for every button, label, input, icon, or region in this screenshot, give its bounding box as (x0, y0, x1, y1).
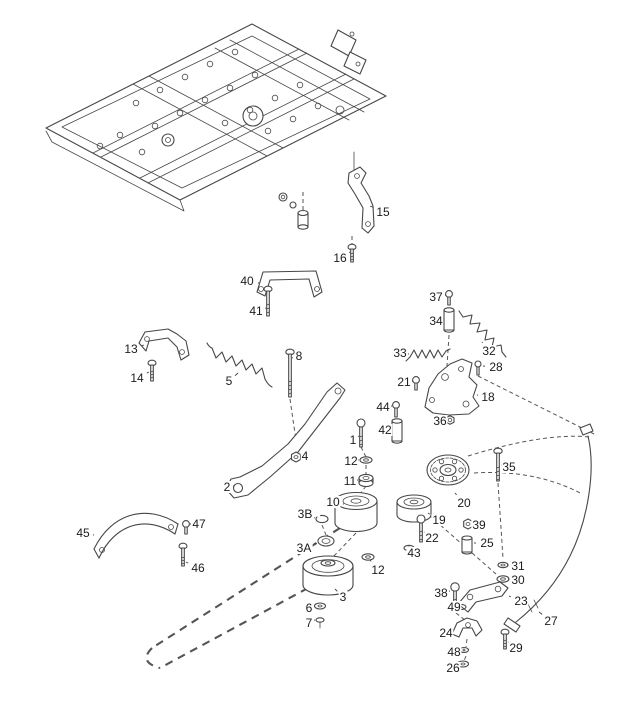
bolt-8 (285, 348, 295, 398)
leader-line-1 (357, 435, 360, 437)
spacer-11 (358, 473, 374, 488)
bolt-37 (445, 290, 453, 306)
washer-12 (359, 456, 373, 464)
bolt-41 (263, 285, 273, 317)
washer-26 (456, 660, 470, 668)
pulley-3 (302, 555, 354, 596)
bolt-22 (416, 514, 426, 543)
bolt-46 (178, 542, 188, 567)
leader-line-22 (423, 531, 426, 533)
leader-line-5 (234, 372, 239, 377)
leader-line-3A (314, 542, 318, 545)
plate-18 (424, 358, 480, 416)
leader-line-14 (146, 371, 150, 374)
leader-line-23 (508, 595, 511, 598)
bolt-21 (412, 376, 420, 391)
washer-43 (403, 544, 415, 552)
nut-39 (463, 518, 473, 530)
cable-27 (503, 423, 594, 633)
washer-6 (313, 602, 327, 610)
washer-30 (496, 575, 510, 583)
snap-ring-3B (315, 513, 329, 524)
leader-line-29 (507, 641, 510, 643)
leader-line-46 (185, 561, 189, 564)
spring-5 (206, 342, 273, 388)
bolt-44 (392, 401, 400, 418)
leader-line-20 (454, 492, 457, 496)
pulley-20 (426, 454, 470, 486)
bracket-15 (347, 166, 375, 234)
pulley-10 (334, 491, 378, 533)
bolt-29 (500, 628, 510, 650)
spacer-42 (391, 418, 403, 444)
leader-line-3 (334, 588, 338, 592)
washer-12b (361, 553, 375, 561)
screw-28 (474, 360, 482, 376)
bracket-13 (138, 328, 190, 361)
spacer-25 (461, 535, 473, 555)
washer-31 (497, 561, 509, 569)
spring-32 (458, 310, 507, 358)
bearing-3A (317, 535, 335, 547)
washer-7 (315, 617, 325, 629)
pulley-19 (396, 494, 432, 523)
bolt-14 (147, 359, 157, 382)
nut-4 (290, 451, 302, 463)
leader-line-43 (409, 548, 412, 551)
spring-33 (405, 348, 451, 362)
idler-arm-2 (225, 382, 346, 499)
leader-line-26 (456, 664, 459, 666)
belt-dashed-path (145, 527, 341, 670)
bolt-1 (356, 418, 366, 448)
nut-36 (445, 415, 455, 425)
leader-line-32 (481, 341, 483, 344)
leader-line-16 (348, 251, 351, 253)
frame-assembly (45, 23, 387, 230)
leader-line-15 (369, 205, 374, 208)
bolt-16 (347, 243, 357, 263)
leader-line-27 (538, 611, 543, 615)
bracket-24 (451, 617, 483, 638)
bolt-35 (493, 447, 503, 482)
leader-line-12b (369, 559, 372, 562)
spacer-34 (443, 307, 455, 333)
washer-48 (458, 646, 470, 654)
leader-line-13 (141, 344, 145, 347)
bolt-47 (182, 520, 190, 535)
bracket-23 (457, 581, 509, 613)
leader-line-19 (427, 512, 430, 515)
strap-45 (93, 512, 179, 559)
